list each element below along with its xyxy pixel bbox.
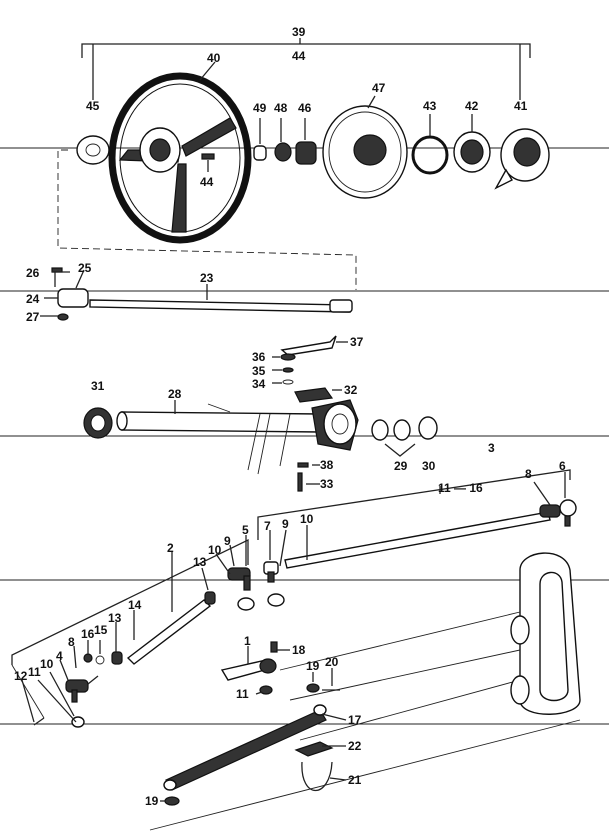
callout-40: 40: [207, 51, 221, 65]
callout-39: 39: [292, 25, 306, 39]
callout-17: 17: [348, 713, 362, 727]
bracket-37: [280, 335, 348, 356]
callout-3: 3: [488, 441, 495, 455]
callout-9-mid: 9: [224, 534, 231, 548]
callout-24: 24: [26, 292, 40, 306]
callout-46: 46: [298, 101, 312, 115]
callout-8-right: 8: [525, 467, 532, 481]
steering-shaft-23: [89, 284, 353, 313]
horn-button-41: [494, 128, 550, 190]
column-tube-28: [116, 399, 359, 475]
callout-19-bottom: 19: [145, 794, 159, 808]
callout-10-right: 10: [300, 512, 314, 526]
callout-22: 22: [348, 739, 362, 753]
callout-16: 16: [81, 627, 95, 641]
callout-21: 21: [348, 773, 362, 787]
callout-43: 43: [423, 99, 437, 113]
emblem-42: [453, 114, 491, 173]
callout-5: 5: [242, 523, 249, 537]
horn-ring-45: [57, 135, 357, 290]
callout-47: 47: [372, 81, 386, 95]
group-bracket-39: [81, 38, 531, 100]
callout-34: 34: [252, 377, 266, 391]
callout-10-mid: 10: [208, 543, 222, 557]
callout-11-mid: 11: [236, 687, 249, 701]
callout-44-mid: 44: [200, 175, 214, 189]
callout-4: 4: [56, 649, 63, 663]
callout-38: 38: [320, 458, 334, 472]
callout-9-right: 9: [282, 517, 289, 531]
callout-31: 31: [91, 379, 105, 393]
callout-41: 41: [514, 99, 528, 113]
ring-43: [411, 114, 449, 175]
callout-35: 35: [252, 364, 266, 378]
callout-2: 2: [167, 541, 174, 555]
callout-8-left: 8: [68, 635, 75, 649]
clamp-32: [294, 387, 334, 403]
idler-arm-1: [220, 641, 340, 695]
group-bracket-2: [11, 538, 249, 665]
callout-49: 49: [253, 101, 267, 115]
tie-rod-left: [11, 567, 255, 728]
callout-13-a: 13: [193, 555, 207, 569]
leader-lines: [21, 269, 566, 802]
callout-33: 33: [320, 477, 334, 491]
callout-30: 30: [422, 459, 436, 473]
callout-1: 1: [244, 634, 251, 648]
callout-26: 26: [26, 266, 40, 280]
axle-beam: [149, 552, 581, 831]
clamp-21-22: [294, 741, 334, 791]
callout-28: 28: [168, 387, 182, 401]
callout-12: 12: [14, 669, 28, 683]
callout-13-b: 13: [108, 611, 122, 625]
callout-29: 29: [394, 459, 408, 473]
horn-cover-47: [322, 95, 408, 199]
callout-14: 14: [128, 598, 142, 612]
callout-27: 27: [26, 310, 40, 324]
steering-damper-17: [163, 704, 327, 806]
callout-7: 7: [264, 519, 271, 533]
small-parts-top: [201, 118, 317, 172]
callout-42: 42: [465, 99, 479, 113]
callout-44-top: 44: [292, 49, 306, 63]
callout-45: 45: [86, 99, 100, 113]
callout-15: 15: [94, 623, 108, 637]
callout-23: 23: [200, 271, 214, 285]
callout-6: 6: [559, 459, 566, 473]
group-bracket-3: [257, 469, 571, 540]
bushings-29-30: [371, 416, 438, 457]
callout-48: 48: [274, 101, 288, 115]
shaft-clamp-24: [51, 267, 89, 321]
callout-11-16: 11 — 16: [438, 481, 483, 495]
callout-labels: 39 44 40 45 49 48 46 47 43 42 41 44 26 2…: [14, 25, 566, 808]
callout-20: 20: [325, 655, 339, 669]
callout-36: 36: [252, 350, 266, 364]
callout-32: 32: [344, 383, 358, 397]
callout-18: 18: [292, 643, 306, 657]
callout-37: 37: [350, 335, 364, 349]
callout-19-right: 19: [306, 659, 320, 673]
callout-25: 25: [78, 261, 92, 275]
washers-34-36: [280, 353, 296, 385]
tie-rod-right: [263, 499, 577, 607]
callout-11-left: 11: [28, 665, 41, 679]
callout-10-left: 10: [40, 657, 54, 671]
screws-33-38: [297, 462, 309, 492]
steering-wheel: [108, 61, 252, 244]
seal-31: [83, 407, 113, 439]
